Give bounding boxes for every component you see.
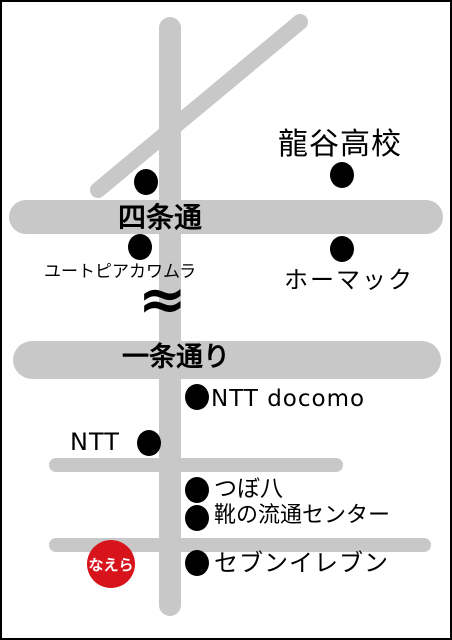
landmark-dot-utopia — [128, 234, 152, 260]
river-symbol: ≈ — [138, 265, 187, 333]
label-ryukoku: 龍谷高校 — [278, 127, 402, 162]
road-diagonal — [90, 14, 308, 198]
label-ntt: NTT — [70, 428, 120, 456]
label-docomo: NTT docomo — [211, 386, 366, 412]
landmark-dot-north — [134, 169, 158, 195]
label-tsubohachi: つぼ八 — [214, 476, 283, 502]
label-utopia: ユートピアカワムラ — [44, 262, 197, 282]
landmark-dot-kutsu — [185, 505, 209, 531]
label-seven: セブンイレブン — [214, 549, 389, 577]
label-kutsu: 靴の流通センター — [214, 503, 391, 528]
landmark-dot-homac — [330, 236, 354, 262]
landmark-dot-docomo — [185, 384, 209, 410]
label-homac: ホーマック — [284, 266, 414, 294]
label-ichijo: 一条通り — [122, 342, 230, 373]
label-shijo: 四条通 — [118, 201, 203, 234]
landmark-dot-seven — [185, 550, 209, 576]
landmark-dot-ntt — [137, 430, 161, 456]
landmark-dot-tsubohachi — [185, 477, 209, 503]
landmark-dot-ryukoku — [330, 162, 354, 188]
shop-logo: なえら — [87, 540, 135, 588]
